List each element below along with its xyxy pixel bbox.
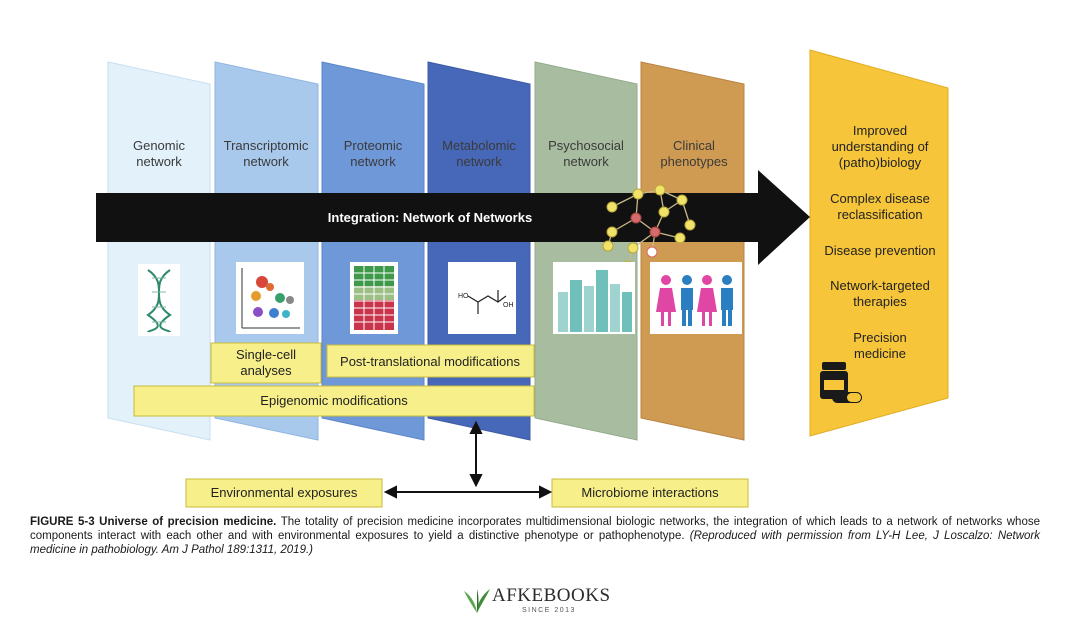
caption-figure-label: FIGURE 5-3 Universe of precision medicin… [30, 516, 277, 528]
logo-wordmark: AFKEBOOKS [492, 585, 611, 606]
environmental-exposures-box [185, 478, 383, 508]
environmental-exposures-label: Environmental exposures [211, 485, 358, 500]
single-cell-box [210, 342, 322, 384]
interaction-arrows [383, 420, 553, 499]
leaf-logo-icon [464, 589, 490, 613]
network-nodes [602, 184, 696, 272]
city-buildings-icon [553, 262, 635, 334]
panel-genomic [107, 61, 211, 441]
caption-credit: (Reproduced with permission from LY-H Le… [30, 530, 1040, 556]
panel-clinical [640, 61, 745, 441]
panel-metabolomic [427, 61, 531, 441]
epigenomic-label: Epigenomic modifications [260, 393, 408, 408]
pill-bottle-icon [820, 362, 862, 403]
panel-psychosocial [534, 61, 638, 441]
outcome-prevention: Disease prevention [824, 243, 935, 258]
protein-heatmap-icon [350, 262, 398, 334]
panel-outcomes [809, 49, 949, 437]
molecule-structure-icon: HO OH [448, 262, 516, 334]
people-icon [650, 262, 742, 334]
svg-text:OH: OH [503, 302, 514, 309]
panel-proteomic [321, 61, 425, 441]
figure-caption: FIGURE 5-3 Universe of precision medicin… [30, 515, 1040, 557]
microbiome-label: Microbiome interactions [581, 485, 719, 500]
microbiome-box [551, 478, 749, 508]
caption-body: The totality of precision medicine incor… [30, 516, 1040, 542]
single-cell-scatter-icon [236, 262, 304, 334]
post-translational-box [326, 344, 535, 378]
publisher-logo: AFKEBOOKS SINCE 2013 [462, 585, 622, 617]
epigenomic-box [133, 385, 535, 417]
integration-arrow [96, 170, 810, 265]
post-translational-label: Post-translational modifications [340, 354, 520, 369]
dna-icon [138, 264, 180, 336]
logo-since: SINCE 2013 [522, 607, 576, 614]
integration-label: Integration: Network of Networks [328, 210, 532, 225]
svg-text:HO: HO [458, 293, 469, 300]
